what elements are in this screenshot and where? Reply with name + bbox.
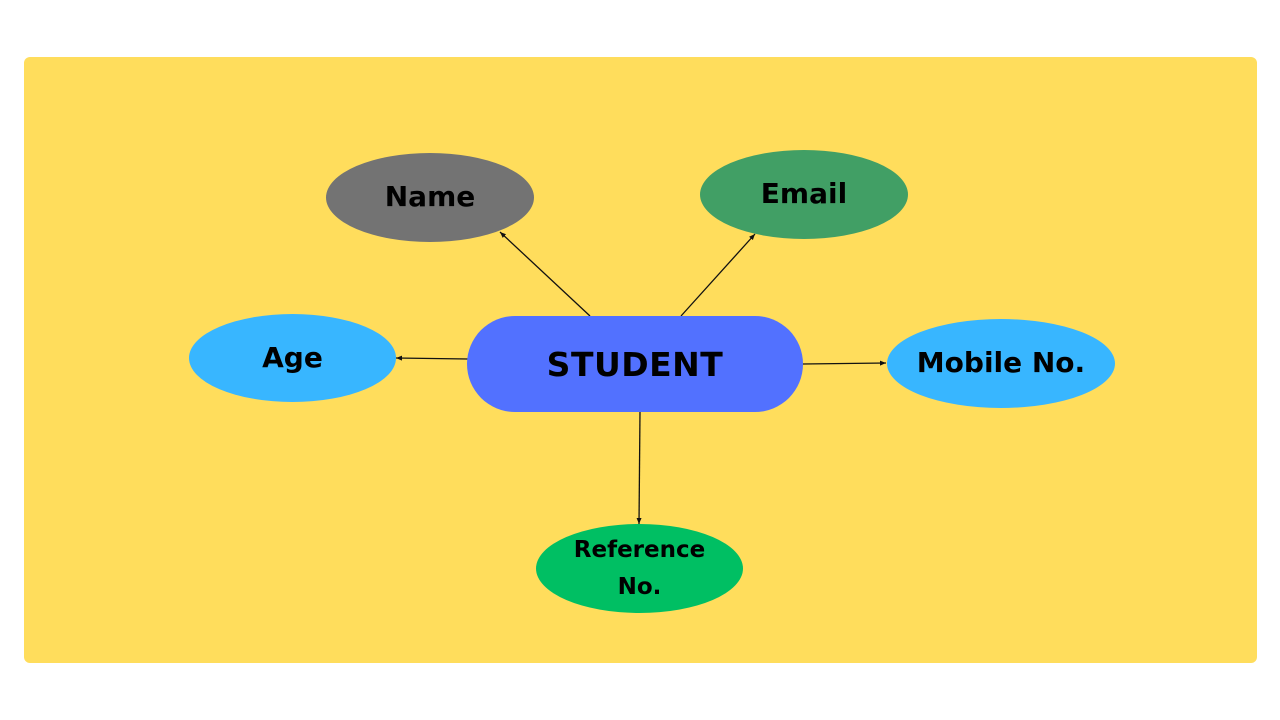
entity-student[interactable]: STUDENT xyxy=(467,316,803,412)
attribute-reference[interactable]: Reference No. xyxy=(536,524,743,613)
connector-mobile xyxy=(802,360,887,366)
entity-student-label: STUDENT xyxy=(546,344,724,384)
connector-reference xyxy=(636,410,642,525)
attribute-mobile[interactable]: Mobile No. xyxy=(887,319,1115,408)
attribute-mobile-label: Mobile No. xyxy=(916,346,1086,380)
attribute-reference-label-line1: Reference xyxy=(573,536,706,563)
attribute-name[interactable]: Name xyxy=(326,153,534,242)
attribute-email[interactable]: Email xyxy=(700,150,908,239)
connector-email xyxy=(680,233,756,317)
attribute-age-label: Age xyxy=(262,340,323,374)
connector-age xyxy=(395,355,469,361)
attribute-age[interactable]: Age xyxy=(189,314,396,402)
connector-name xyxy=(499,231,591,317)
attribute-name-label: Name xyxy=(384,180,476,214)
attribute-reference-label-line2: No. xyxy=(617,573,662,600)
attribute-email-label: Email xyxy=(760,177,848,211)
